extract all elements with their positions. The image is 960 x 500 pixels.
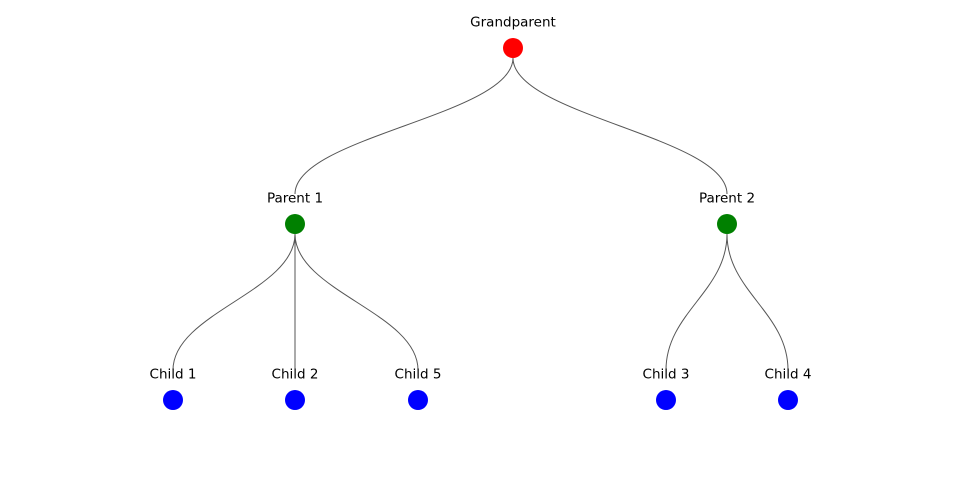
- node-label-child3: Child 3: [642, 366, 690, 383]
- node-label-child2: Child 2: [271, 366, 319, 383]
- tree-edge: [665, 233, 728, 371]
- node-label-grandparent: Grandparent: [470, 14, 556, 31]
- tree-edge: [294, 57, 514, 195]
- tree-node-grandparent[interactable]: [503, 38, 523, 58]
- tree-node-parent2[interactable]: [717, 214, 737, 234]
- tree-node-child3[interactable]: [656, 390, 676, 410]
- tree-edge: [172, 233, 296, 371]
- node-label-child5: Child 5: [394, 366, 442, 383]
- node-label-parent2: Parent 2: [698, 190, 756, 207]
- tree-node-parent1[interactable]: [285, 214, 305, 234]
- tree-node-child5[interactable]: [408, 390, 428, 410]
- tree-node-child4[interactable]: [778, 390, 798, 410]
- tree-edge: [294, 233, 419, 371]
- tree-edge: [512, 57, 728, 195]
- node-label-parent1: Parent 1: [266, 190, 324, 207]
- tree-edge: [726, 233, 789, 371]
- tree-node-child2[interactable]: [285, 390, 305, 410]
- tree-node-child1[interactable]: [163, 390, 183, 410]
- node-label-child4: Child 4: [764, 366, 812, 383]
- node-label-child1: Child 1: [149, 366, 197, 383]
